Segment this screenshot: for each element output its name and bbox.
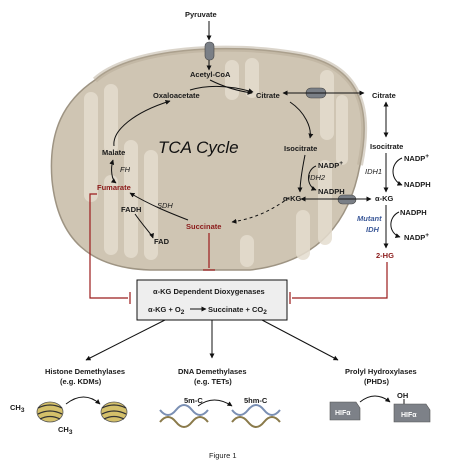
akg-mito-label: α-KG	[283, 194, 302, 203]
idh-label: IDH	[366, 225, 380, 234]
dna-title: DNA Demethylases	[178, 367, 247, 376]
pyruvate-transporter	[204, 41, 215, 61]
succinate-label: Succinate	[186, 222, 221, 231]
citrate-mito-label: Citrate	[256, 91, 280, 100]
nadph-2-label: NADPH	[400, 208, 427, 217]
dioxygenase-title: α-KG Dependent Dioxygenases	[153, 287, 265, 296]
fumarate-label: Fumarate	[97, 183, 131, 192]
acetyl-coa-label: Acetyl-CoA	[190, 70, 231, 79]
akg-cyto-label: α-KG	[375, 194, 394, 203]
isocitrate-mito-label: Isocitrate	[284, 144, 317, 153]
oh-label: OH	[397, 391, 408, 400]
figure-caption: Figure 1	[209, 451, 237, 460]
histone-title: Histone Demethylases	[45, 367, 125, 376]
fivemc-label: 5m-C	[184, 396, 203, 405]
ch3-b-label: CH3	[58, 425, 73, 436]
dioxygenase-box	[136, 279, 288, 321]
mutant-label: Mutant	[357, 214, 382, 223]
nucleosome-left	[36, 401, 64, 423]
nadph-1-label: NADPH	[404, 180, 431, 189]
fad-label: FAD	[154, 237, 170, 246]
two-hg-label: 2-HG	[376, 251, 394, 260]
ch3-a-label: CH3	[10, 403, 25, 414]
cristae	[84, 58, 348, 267]
prolyl-sub: (PHDs)	[364, 377, 390, 386]
reaction-left: α-KG + O2	[148, 305, 185, 316]
nadp-plus-mito-label: NADP+	[318, 160, 343, 170]
inhibition-lines	[89, 193, 388, 304]
prolyl-title: Prolyl Hydroxylases	[345, 367, 417, 376]
nadp-plus-2-label: NADP+	[404, 232, 429, 242]
reaction-right: Succinate + CO2	[208, 305, 267, 316]
malate-label: Malate	[102, 148, 125, 157]
nadp-plus-1-label: NADP+	[404, 153, 429, 163]
hif-left-label: HIFα	[335, 410, 351, 417]
oxaloacetate-label: Oxaloacetate	[153, 91, 200, 100]
isocitrate-cyto-label: Isocitrate	[370, 142, 403, 151]
nucleosome-right	[100, 401, 128, 423]
histone-sub: (e.g. KDMs)	[60, 377, 102, 386]
hif-right-label: HIFα	[401, 412, 417, 419]
dna-sub: (e.g. TETs)	[194, 377, 232, 386]
dna-helix-right	[231, 404, 281, 428]
idh2-label: IDH2	[308, 173, 326, 182]
nadph-mito-label: NADPH	[318, 187, 345, 196]
sdh-label: SDH	[157, 201, 173, 210]
pyruvate-label: Pyruvate	[185, 10, 217, 19]
citrate-cyto-label: Citrate	[372, 91, 396, 100]
tca-cycle-title: TCA Cycle	[158, 138, 239, 157]
fivehmc-label: 5hm-C	[244, 396, 268, 405]
hif-right-shape: HIFα	[393, 403, 431, 423]
mitochondrion	[50, 45, 368, 271]
idh1-label: IDH1	[365, 167, 382, 176]
fh-label: FH	[120, 165, 131, 174]
dna-helix-left	[159, 404, 209, 428]
hif-left-shape: HIFα	[329, 401, 361, 421]
fadh-label: FADH	[121, 205, 141, 214]
